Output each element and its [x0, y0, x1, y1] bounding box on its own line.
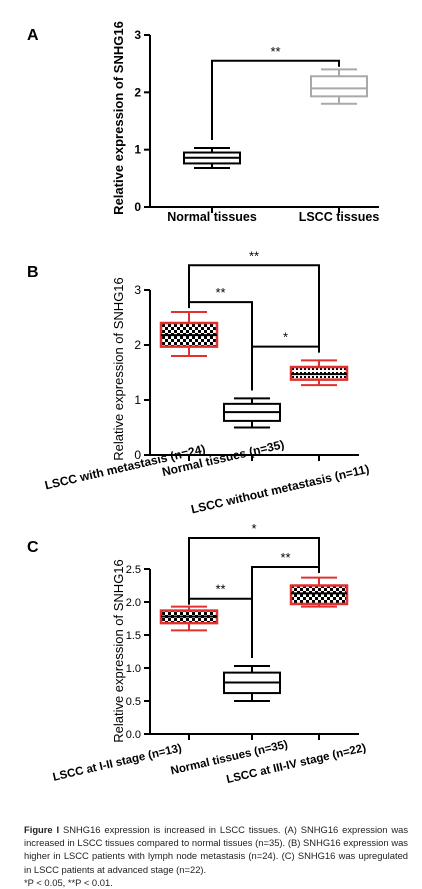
category-label-p0-1: LSCC tissues — [299, 210, 380, 224]
category-label-p0-0: Normal tissues — [167, 210, 257, 224]
y-tick-label-p0: 1 — [134, 143, 141, 157]
significance-label-p2-2: * — [251, 521, 256, 536]
caption-label: Figure I — [24, 824, 60, 835]
caption-text: SNHG16 expression is increased in LSCC t… — [24, 824, 409, 875]
box-iqr — [310, 75, 368, 98]
y-tick-label-p1: 0 — [134, 448, 141, 462]
box-p0-1 — [310, 68, 368, 105]
figure-canvas: A Relative expression of SNHG16 0123**No… — [27, 21, 379, 786]
figure-caption: Figure I SNHG16 expression is increased … — [24, 823, 408, 889]
significance-label-p2-1: ** — [280, 550, 290, 565]
y-tick-label-p2: 1.0 — [126, 663, 141, 675]
y-tick-label-p2: 0.5 — [126, 696, 141, 708]
box-iqr — [289, 584, 349, 606]
panel-letter-c: C — [27, 539, 39, 556]
y-tick-label-p1: 3 — [134, 283, 141, 297]
significance-label-p1-0: ** — [215, 285, 225, 300]
y-tick-label-p2: 1.5 — [126, 630, 141, 642]
panel-b: B Relative expression of SNHG16 0123****… — [27, 248, 371, 516]
box-p1-0 — [159, 311, 219, 357]
significance-label-p2-0: ** — [215, 582, 225, 597]
y-tick-label-p1: 1 — [134, 393, 141, 407]
significance-bracket-p0-0 — [211, 59, 340, 140]
significance-label-p1-1: * — [283, 330, 288, 345]
y-axis-label-b: Relative expression of SNHG16 — [111, 277, 126, 461]
significance-bracket-p1-2 — [188, 264, 320, 353]
y-tick-label-p0: 3 — [134, 28, 141, 42]
y-tick-label-p2: 2.0 — [126, 597, 141, 609]
plot-area-a: 0 1 2 3 ** Normal tissues LSCC tissues — [134, 28, 379, 224]
significance-label-p1-2: ** — [249, 248, 259, 263]
significance-bracket-p2-2 — [188, 536, 320, 599]
y-axis-label-a: Relative expression of SNHG16 — [111, 21, 126, 215]
box-p2-1 — [223, 665, 281, 702]
box-p2-0 — [159, 605, 219, 632]
box-p0-0 — [183, 146, 241, 170]
y-tick-label-p0: 0 — [134, 200, 141, 214]
y-tick-label-p1: 2 — [134, 338, 141, 352]
significance-label-p0-0: ** — [270, 44, 280, 59]
box-p2-2 — [289, 576, 349, 608]
panel-letter-b: B — [27, 264, 39, 281]
y-tick-label-p2: 2.5 — [126, 564, 141, 576]
y-axis-label-c: Relative expression of SNHG16 — [111, 559, 126, 743]
box-p1-2 — [289, 359, 349, 387]
plot-area-c: 0.00.51.01.52.02.5*****LSCC at I-II stag… — [52, 521, 368, 786]
panel-a: A Relative expression of SNHG16 0 1 2 3 ** No… — [27, 21, 379, 224]
box-p1-1 — [223, 397, 281, 429]
significance-bracket-p2-1 — [251, 566, 320, 659]
category-label-p2-0: LSCC at I-II stage (n=13) — [52, 742, 183, 783]
caption-footnote: *P < 0.05, **P < 0.01. — [24, 876, 113, 888]
y-tick-label-p2: 0.0 — [126, 729, 141, 741]
panel-letter-a: A — [27, 27, 39, 44]
y-tick-label-p0: 2 — [134, 85, 141, 99]
panel-c: C Relative expression of SNHG16 0.0 0.5 1.… — [27, 521, 367, 786]
category-label-p1-2: LSCC without metastasis (n=11) — [190, 462, 371, 517]
